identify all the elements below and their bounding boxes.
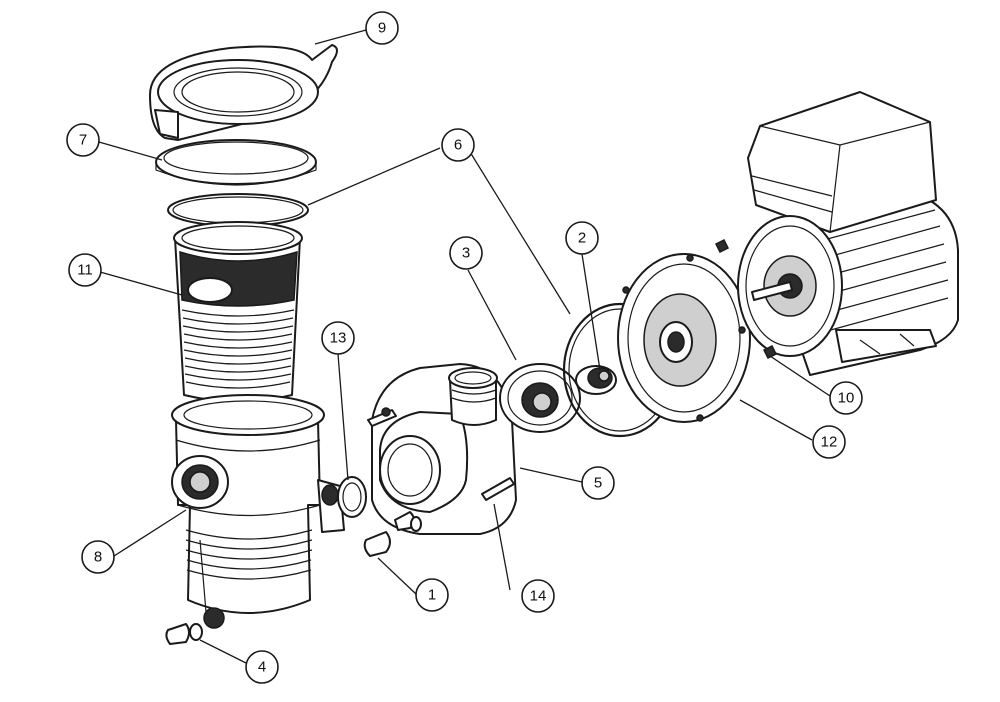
callout-label: 6 [454, 137, 462, 154]
lid-locking-ring [149, 44, 338, 141]
callout-3: 3 [449, 236, 483, 270]
callout-13: 13 [321, 321, 355, 355]
callout-11: 11 [68, 253, 102, 287]
callout-label: 8 [94, 549, 102, 566]
callout-6: 6 [441, 128, 475, 162]
callout-label: 2 [578, 230, 586, 247]
seal-plate [617, 253, 751, 423]
callout-label: 10 [838, 390, 855, 407]
callout-8: 8 [81, 540, 115, 574]
callout-7: 7 [66, 123, 100, 157]
callout-4: 4 [245, 650, 279, 684]
callout-14: 14 [521, 579, 555, 613]
callout-label: 5 [594, 475, 602, 492]
callout-label: 9 [378, 20, 386, 37]
callout-9: 9 [365, 11, 399, 45]
strainer-housing [171, 394, 345, 629]
diffuser [499, 363, 581, 433]
pump-body [367, 363, 517, 535]
callout-label: 7 [79, 132, 87, 149]
callout-label: 11 [77, 262, 93, 279]
lid [155, 139, 317, 186]
callout-label: 13 [330, 330, 347, 347]
port-o-ring [337, 476, 367, 518]
callout-5: 5 [581, 466, 615, 500]
callout-label: 12 [821, 434, 838, 451]
callout-12: 12 [812, 425, 846, 459]
callout-label: 3 [462, 245, 470, 262]
leader-lines [98, 29, 831, 665]
impeller-seal [575, 365, 617, 395]
callout-label: 1 [428, 587, 436, 604]
callout-2: 2 [565, 221, 599, 255]
strainer-basket [173, 221, 303, 403]
callout-10: 10 [829, 381, 863, 415]
washers [714, 238, 778, 360]
callout-label: 14 [530, 588, 547, 605]
motor [737, 91, 959, 376]
callout-1: 1 [415, 578, 449, 612]
drain-plug [165, 623, 203, 645]
callout-label: 4 [258, 659, 266, 676]
plug [363, 531, 391, 557]
